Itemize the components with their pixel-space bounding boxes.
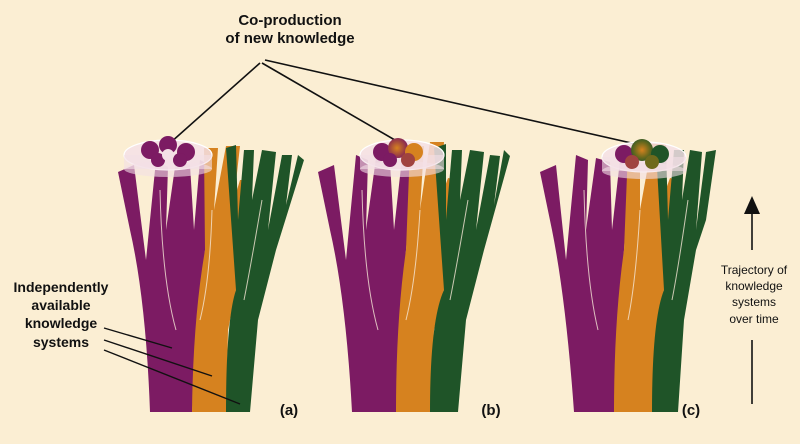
strand-highlight xyxy=(627,209,641,321)
connector-to-c xyxy=(264,59,641,146)
strand-highlight xyxy=(449,199,469,301)
time-arrow-head xyxy=(744,196,760,214)
trajectory-label: Trajectory of knowledge systems over tim… xyxy=(712,262,796,327)
strand-highlight xyxy=(583,189,599,331)
trajectory-label-line: knowledge xyxy=(725,279,783,294)
knowledge-systems-label-line: Independently xyxy=(13,279,109,295)
coproduction-title-line2: of new knowledge xyxy=(225,30,355,47)
panel-label-c: (c) xyxy=(681,402,701,419)
coproduction-title-line1: Co-production xyxy=(238,12,342,29)
coproduction-disk-bottom xyxy=(602,163,686,179)
trajectory-label-line: Trajectory of xyxy=(720,263,788,277)
bundle-b xyxy=(318,138,510,412)
strand-highlight xyxy=(671,199,689,301)
pointer-to-orange xyxy=(103,339,213,377)
knowledge-systems-label-line: available xyxy=(31,297,91,314)
purple-strand-bundle xyxy=(540,155,630,412)
time-arrow xyxy=(744,196,760,404)
knowledge-systems-label-line: knowledge xyxy=(24,315,98,332)
coproduction-disk-bottom xyxy=(124,161,212,177)
green-strand-bundle xyxy=(226,145,304,412)
green-strand-bundle xyxy=(652,146,716,412)
bundle-a xyxy=(118,136,304,412)
panel-label-b: (b) xyxy=(481,402,501,419)
connector-to-a xyxy=(169,62,261,144)
trajectory-label-line: systems xyxy=(731,295,776,310)
panel-label-a: (a) xyxy=(279,402,299,419)
knowledge-systems-label-line: systems xyxy=(32,333,90,350)
strand-cross-sections xyxy=(373,138,423,167)
strand-highlight xyxy=(199,209,213,321)
strand-cross-sections xyxy=(615,139,669,169)
left-label-pointers xyxy=(103,327,241,405)
title-connectors xyxy=(169,59,641,146)
coproduction-title: Co-production of new knowledge xyxy=(210,12,370,48)
strand-highlight xyxy=(405,209,421,321)
knowledge-systems-label: Independently available knowledge system… xyxy=(6,278,116,351)
green-strand-bundle xyxy=(430,144,510,412)
trajectory-label-line: over time xyxy=(729,311,779,326)
connector-to-b xyxy=(261,62,401,144)
strand-highlight xyxy=(361,189,379,331)
strand-cross-sections xyxy=(141,136,195,167)
coproduction-disk-bottom xyxy=(360,161,444,177)
bundle-c xyxy=(540,139,716,412)
strand-highlight xyxy=(159,189,177,331)
strand-highlight xyxy=(243,199,263,301)
purple-strand-bundle xyxy=(118,160,212,412)
pointer-to-purple xyxy=(103,327,173,349)
purple-strand-bundle xyxy=(318,155,414,412)
pointer-to-green xyxy=(103,349,241,405)
